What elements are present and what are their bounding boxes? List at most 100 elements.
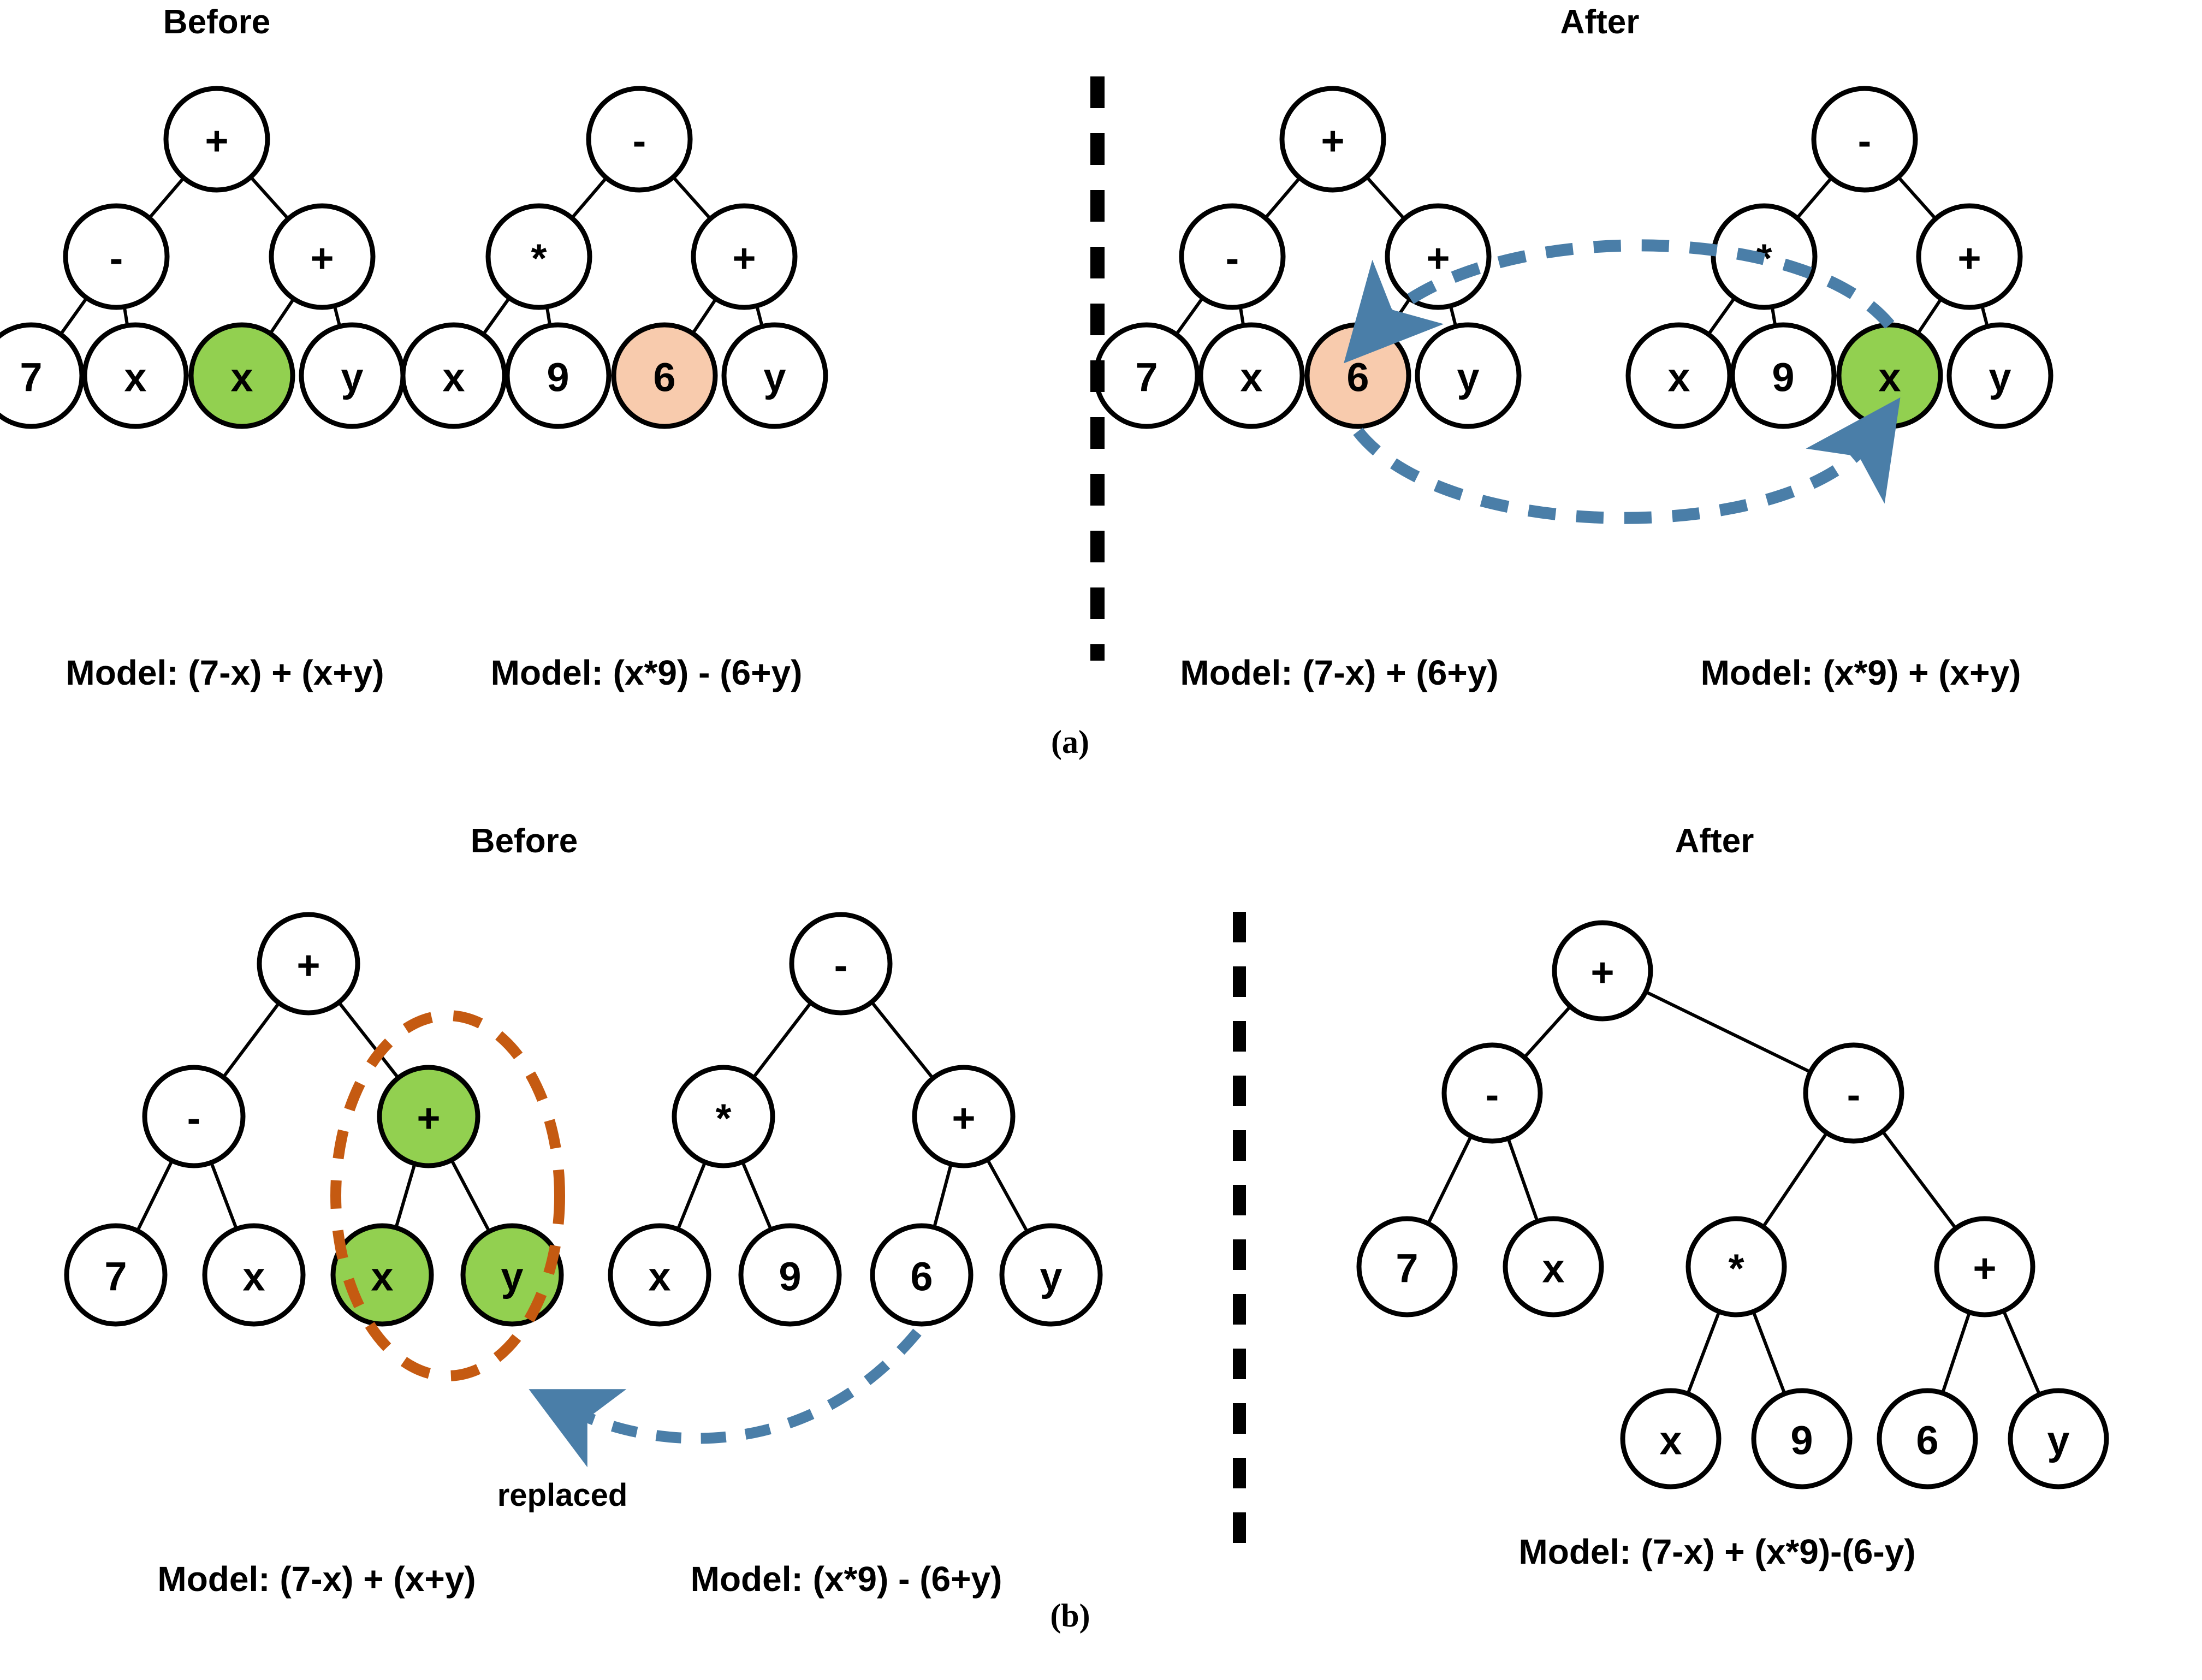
node-circle <box>1877 1388 1978 1489</box>
model-label-b-before-tree2: Model: (x*9) - (6+y) <box>690 1559 1002 1599</box>
node-circle <box>202 1223 306 1327</box>
tree-node-mul[interactable]: * <box>1685 1216 1787 1317</box>
tree-node-plus[interactable]: + <box>1385 203 1492 310</box>
node-label: 6 <box>653 355 675 400</box>
tree-node-x[interactable]: x <box>1620 1388 1722 1489</box>
node-label: y <box>501 1254 523 1299</box>
tree-node-y[interactable]: y <box>999 1223 1103 1327</box>
tree-edge <box>1645 990 1812 1074</box>
node-label: 9 <box>1772 355 1794 400</box>
tree-edge <box>1686 1311 1721 1394</box>
b-after-tree-edges <box>1427 990 2041 1396</box>
node-label: x <box>1667 355 1690 400</box>
tree-node-minus[interactable]: - <box>63 203 170 310</box>
tree-node-plus[interactable]: + <box>1552 920 1653 1022</box>
tree-node-7[interactable]: 7 <box>64 1223 168 1327</box>
tree-node-y[interactable]: y <box>721 322 828 429</box>
tree-node-minus[interactable]: - <box>789 912 893 1016</box>
tree-node-7[interactable]: 7 <box>1356 1216 1458 1317</box>
tree-edge <box>545 306 552 326</box>
node-circle <box>400 322 507 429</box>
subfigure-label-b: (b) <box>1050 1598 1090 1634</box>
node-circle <box>64 1223 168 1327</box>
node-circle <box>0 322 85 429</box>
tree-node-x[interactable]: x <box>1198 322 1305 429</box>
node-label: x <box>1542 1246 1564 1291</box>
node-label: y <box>1457 355 1479 400</box>
tree-node-x[interactable]: x <box>330 1223 434 1327</box>
tree-edge <box>1523 1005 1572 1059</box>
node-label: - <box>633 118 646 164</box>
tree-node-y[interactable]: y <box>1946 322 2053 429</box>
node-circle <box>1441 1042 1543 1144</box>
tree-edge <box>1427 1135 1473 1225</box>
tree-node-x[interactable]: x <box>82 322 189 429</box>
tree-edge <box>755 305 764 327</box>
node-circle <box>1356 1216 1458 1317</box>
tree-node-y[interactable]: y <box>1415 322 1522 429</box>
tree-node-7[interactable]: 7 <box>0 322 85 429</box>
tree-node-x[interactable]: x <box>608 1223 711 1327</box>
tree-node-minus[interactable]: - <box>142 1065 246 1168</box>
model-label-a-after-tree1: Model: (7-x) + (6+y) <box>1180 653 1499 692</box>
tree-node-6[interactable]: 6 <box>1877 1388 1978 1489</box>
tree-edge <box>2002 1310 2041 1396</box>
tree-node-9[interactable]: 9 <box>1751 1388 1853 1489</box>
tree-node-minus[interactable]: - <box>586 86 693 193</box>
node-label: * <box>1729 1246 1744 1291</box>
tree-node-minus[interactable]: - <box>1811 86 1918 193</box>
node-circle <box>789 912 893 1016</box>
tree-node-7[interactable]: 7 <box>1093 322 1200 429</box>
model-label-a-before-tree1: Model: (7-x) + (x+y) <box>66 653 384 692</box>
tree-node-plus[interactable]: + <box>269 203 376 310</box>
tree-node-9[interactable]: 9 <box>738 1223 842 1327</box>
tree-node-x[interactable]: x <box>1503 1216 1604 1317</box>
node-circle <box>1620 1388 1722 1489</box>
tree-node-x[interactable]: x <box>1625 322 1732 429</box>
a-before-tree2-edges <box>482 176 764 336</box>
node-circle <box>1625 322 1732 429</box>
tree-node-6[interactable]: 6 <box>611 322 718 429</box>
tree-node-minus[interactable]: - <box>1179 203 1286 310</box>
tree-edge <box>672 176 712 220</box>
tree-node-6[interactable]: 6 <box>870 1223 974 1327</box>
tree-edge <box>1897 176 1937 220</box>
tree-node-plus[interactable]: + <box>1916 203 2023 310</box>
tree-node-mul[interactable]: * <box>672 1065 775 1168</box>
node-circle <box>142 1065 246 1168</box>
tree-node-6[interactable]: 6 <box>1304 322 1411 429</box>
tree-edge <box>1365 176 1406 220</box>
a-after-tree2-edges <box>1707 176 1989 336</box>
tree-node-x[interactable]: x <box>400 322 507 429</box>
tree-node-x[interactable]: x <box>202 1223 306 1327</box>
tree-node-plus[interactable]: + <box>912 1065 1016 1168</box>
b-before-tree2-edges <box>676 1001 1029 1233</box>
tree-node-plus[interactable]: + <box>1279 86 1386 193</box>
tree-node-plus[interactable]: + <box>377 1065 480 1168</box>
tree-node-y[interactable]: y <box>2008 1388 2109 1489</box>
tree-node-plus[interactable]: + <box>163 86 270 193</box>
tree-node-9[interactable]: 9 <box>1730 322 1837 429</box>
tree-node-y[interactable]: y <box>299 322 406 429</box>
node-circle <box>721 322 828 429</box>
tree-node-plus[interactable]: + <box>257 912 360 1016</box>
tree-node-9[interactable]: 9 <box>504 322 612 429</box>
tree-node-plus[interactable]: + <box>691 203 798 310</box>
tree-node-x[interactable]: x <box>188 322 295 429</box>
node-label: 6 <box>1916 1418 1938 1463</box>
node-circle <box>504 322 612 429</box>
tree-node-minus[interactable]: - <box>1803 1042 1904 1144</box>
node-circle <box>1685 1216 1787 1317</box>
tree-node-y[interactable]: y <box>460 1223 564 1327</box>
tree-edge <box>222 1002 281 1078</box>
node-circle <box>163 86 270 193</box>
node-circle <box>870 1223 974 1327</box>
tree-node-plus[interactable]: + <box>1934 1216 2035 1317</box>
tree-node-minus[interactable]: - <box>1441 1042 1543 1144</box>
node-label: y <box>1040 1254 1062 1299</box>
tree-node-x[interactable]: x <box>1836 322 1943 429</box>
tree-node-mul[interactable]: * <box>485 203 592 310</box>
tree-edge <box>1707 296 1736 336</box>
node-circle <box>999 1223 1103 1327</box>
